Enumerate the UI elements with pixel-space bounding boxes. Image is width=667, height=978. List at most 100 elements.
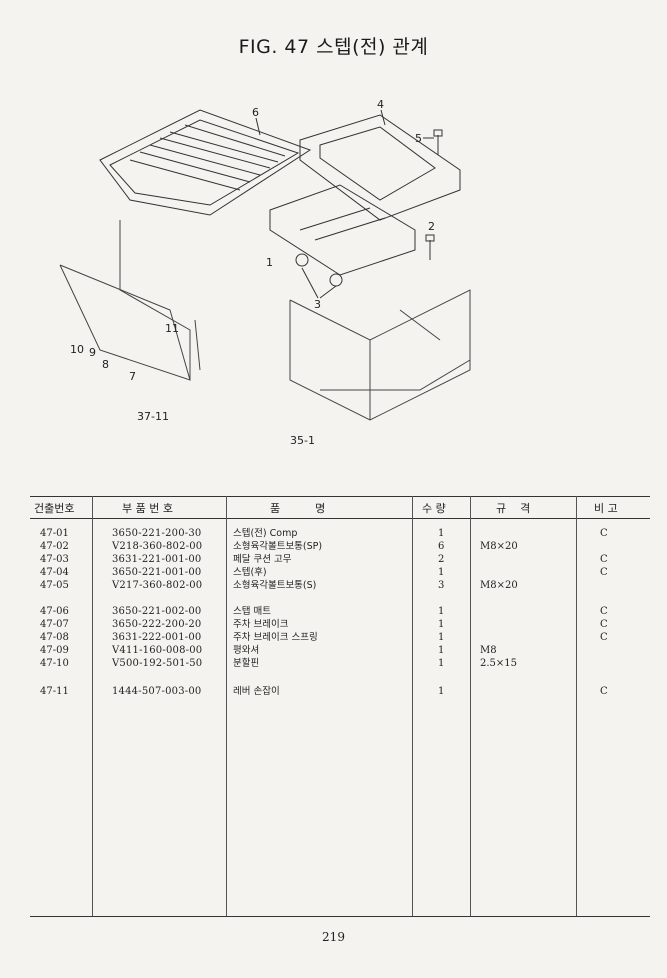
table-row: 47-02 V218-360-802-00 소형육각볼트보통(SP) 6 M8×… — [30, 541, 650, 553]
row-part: V218-360-802-00 — [112, 541, 203, 552]
row-part: V411-160-008-00 — [112, 645, 203, 656]
page-number: 219 — [322, 930, 345, 944]
table-row: 47-05 V217-360-802-00 소형육각볼트보통(S) 3 M8×2… — [30, 580, 650, 592]
table-row: 47-07 3650-222-200-20 주차 브레이크 1 C — [30, 619, 650, 631]
col-divider — [412, 496, 413, 916]
row-note: C — [600, 606, 608, 617]
row-no: 47-05 — [40, 580, 69, 591]
table-row: 47-10 V500-192-501-50 분할핀 1 2.5×15 — [30, 658, 650, 670]
callout-9: 9 — [89, 346, 96, 359]
row-part: V500-192-501-50 — [112, 658, 203, 669]
row-qty: 3 — [438, 580, 445, 591]
callout-10: 10 — [70, 343, 84, 356]
row-no: 47-06 — [40, 606, 69, 617]
row-qty: 1 — [438, 567, 445, 578]
callout-8: 8 — [102, 358, 109, 371]
callout-11: 11 — [165, 322, 179, 335]
front-step-drawing — [269, 184, 416, 287]
row-name: 주차 브레이크 — [233, 619, 289, 630]
row-name: 주차 브레이크 스프링 — [233, 632, 318, 643]
row-qty: 6 — [438, 541, 445, 552]
callout-2: 2 — [428, 220, 435, 233]
header-name: 품 명 — [270, 502, 326, 515]
row-no: 47-02 — [40, 541, 69, 552]
table-row: 47-09 V411-160-008-00 평와셔 1 M8 — [30, 645, 650, 657]
row-part: 1444-507-003-00 — [112, 686, 202, 697]
page-title: FIG. 47 스텝(전) 관계 — [238, 36, 429, 58]
header-note: 비 고 — [594, 502, 618, 515]
col-divider — [92, 496, 93, 916]
row-qty: 1 — [438, 632, 445, 643]
callout-1: 1 — [266, 256, 273, 269]
diagram-svg: 6 4 5 2 1 3 11 10 9 8 7 37-11 35-1 — [59, 98, 471, 447]
row-name: 스탭 매트 — [233, 606, 271, 617]
col-divider — [576, 496, 577, 916]
row-part: 3631-221-001-00 — [112, 554, 202, 565]
row-note: C — [600, 619, 608, 630]
row-part: 3650-221-200-30 — [112, 528, 202, 539]
row-no: 47-09 — [40, 645, 69, 656]
row-qty: 1 — [438, 658, 445, 669]
table-row: 47-06 3650-221-002-00 스탭 매트 1 C — [30, 606, 650, 618]
row-qty: 2 — [438, 554, 445, 565]
table-row: 47-03 3631-221-001-00 페달 쿠션 고무 2 C — [30, 554, 650, 566]
row-note: C — [600, 554, 608, 565]
col-divider — [470, 496, 471, 916]
callout-37-11: 37-11 — [137, 410, 169, 423]
row-name: 페달 쿠션 고무 — [233, 554, 292, 565]
row-spec: M8×20 — [480, 580, 518, 591]
row-qty: 1 — [438, 686, 445, 697]
row-part: V217-360-802-00 — [112, 580, 203, 591]
callout-3: 3 — [314, 298, 321, 311]
row-part: 3650-221-001-00 — [112, 567, 202, 578]
row-no: 47-04 — [40, 567, 69, 578]
table-row: 47-04 3650-221-001-00 스텝(후) 1 C — [30, 567, 650, 579]
table-bottom-rule — [30, 916, 650, 917]
row-part: 3650-221-002-00 — [112, 606, 202, 617]
row-name: 평와셔 — [233, 645, 260, 656]
row-qty: 1 — [438, 606, 445, 617]
row-name: 소형육각볼트보통(SP) — [233, 541, 323, 552]
parts-table: 건출번호 부 품 번 호 품 명 수 량 규 격 비 고 47-01 3650-… — [30, 496, 650, 917]
row-qty: 1 — [438, 528, 445, 539]
header-no: 건출번호 — [34, 502, 75, 515]
row-note: C — [600, 686, 608, 697]
rear-step-drawing — [299, 114, 461, 221]
table-header-rule — [30, 518, 650, 519]
row-name: 스텝(후) — [233, 567, 267, 578]
row-note: C — [600, 632, 608, 643]
row-part: 3631-222-001-00 — [112, 632, 202, 643]
row-name: 레버 손잡이 — [233, 686, 280, 697]
row-note: C — [600, 528, 608, 539]
row-no: 47-08 — [40, 632, 69, 643]
row-qty: 1 — [438, 619, 445, 630]
exploded-parts-diagram: 6 4 5 2 1 3 11 10 9 8 7 37-11 35-1 — [40, 90, 600, 470]
row-no: 47-11 — [40, 686, 69, 697]
table-row: 47-11 1444-507-003-00 레버 손잡이 1 C — [30, 686, 650, 698]
callout-6: 6 — [252, 106, 259, 119]
bolt-drawing — [425, 129, 443, 260]
table-top-rule — [30, 496, 650, 497]
frame-drawing — [59, 220, 471, 421]
step-mat-drawing — [99, 109, 312, 216]
row-no: 47-03 — [40, 554, 69, 565]
row-name: 소형육각볼트보통(S) — [233, 580, 317, 591]
header-qty: 수 량 — [422, 502, 446, 515]
row-spec: M8×20 — [480, 541, 518, 552]
row-no: 47-07 — [40, 619, 69, 630]
row-name: 스텝(전) Comp — [233, 528, 298, 539]
callout-35-1: 35-1 — [290, 434, 315, 447]
table-row: 47-08 3631-222-001-00 주차 브레이크 스프링 1 C — [30, 632, 650, 644]
row-part: 3650-222-200-20 — [112, 619, 202, 630]
row-no: 47-01 — [40, 528, 69, 539]
header-spec: 규 격 — [496, 502, 531, 515]
callout-7: 7 — [129, 370, 136, 383]
row-name: 분할핀 — [233, 658, 260, 669]
row-spec: M8 — [480, 645, 497, 656]
row-spec: 2.5×15 — [480, 658, 518, 669]
callout-5: 5 — [415, 132, 422, 145]
table-row: 47-01 3650-221-200-30 스텝(전) Comp 1 C — [30, 528, 650, 540]
row-qty: 1 — [438, 645, 445, 656]
row-no: 47-10 — [40, 658, 69, 669]
col-divider — [226, 496, 227, 916]
